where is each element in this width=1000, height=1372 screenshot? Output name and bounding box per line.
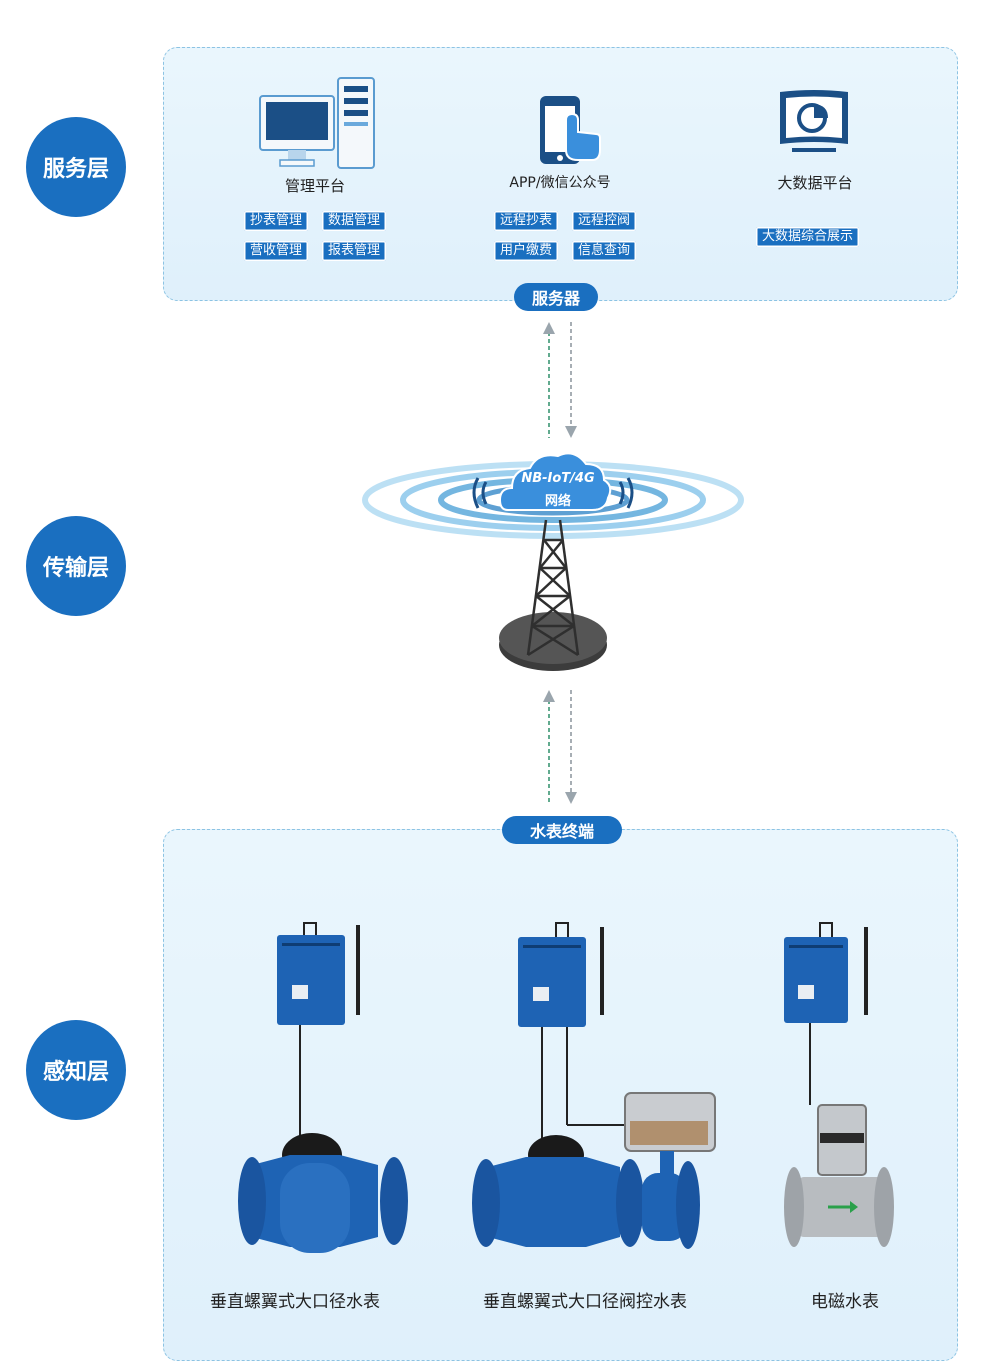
- meter-2-label: 垂直螺翼式大口径阀控水表: [483, 1292, 687, 1312]
- platform-name-bigdata: 大数据平台: [777, 174, 853, 192]
- tag-report-mgmt: 报表管理: [322, 241, 387, 261]
- tag-meter-reading-mgmt: 抄表管理: [244, 211, 309, 231]
- platform-name-management: 管理平台: [284, 177, 345, 195]
- layer-perception-badge: 感知层: [26, 1020, 126, 1120]
- tag-revenue-mgmt: 营收管理: [244, 241, 309, 261]
- arrows-server-network: [543, 322, 577, 438]
- meter-1-label: 垂直螺翼式大口径水表: [210, 1292, 380, 1312]
- terminal-panel-title: 水表终端: [502, 816, 622, 844]
- meter-1-graphic: [238, 922, 408, 1253]
- tag-remote-reading: 远程抄表: [494, 211, 559, 231]
- layer-transport-badge: 传输层: [26, 516, 126, 616]
- server-label: 服务器: [514, 283, 598, 311]
- tag-info-query: 信息查询: [572, 241, 637, 261]
- pie-chart-screen-icon: [780, 90, 848, 152]
- tag-bigdata-display: 大数据综合展示: [756, 227, 860, 247]
- platform-name-app: APP/微信公众号: [509, 175, 611, 191]
- desktop-computer-icon: [259, 77, 375, 169]
- tag-user-payment: 用户缴费: [494, 241, 559, 261]
- network-tower-graphic: [362, 452, 744, 671]
- smartphone-touch-icon: [540, 96, 601, 164]
- layer-service-badge: 服务层: [26, 117, 126, 217]
- meter-3-graphic: [784, 922, 894, 1247]
- meter-3-label: 电磁水表: [811, 1292, 879, 1312]
- network-label-line1: NB-IoT/4G: [521, 471, 595, 486]
- meter-2-graphic: [472, 922, 716, 1249]
- tag-remote-valve: 远程控阀: [572, 211, 637, 231]
- tag-data-mgmt: 数据管理: [322, 211, 387, 231]
- network-label-line2: 网络: [544, 494, 571, 509]
- arrows-network-terminal: [543, 690, 577, 804]
- terminal-panel: [163, 829, 958, 1361]
